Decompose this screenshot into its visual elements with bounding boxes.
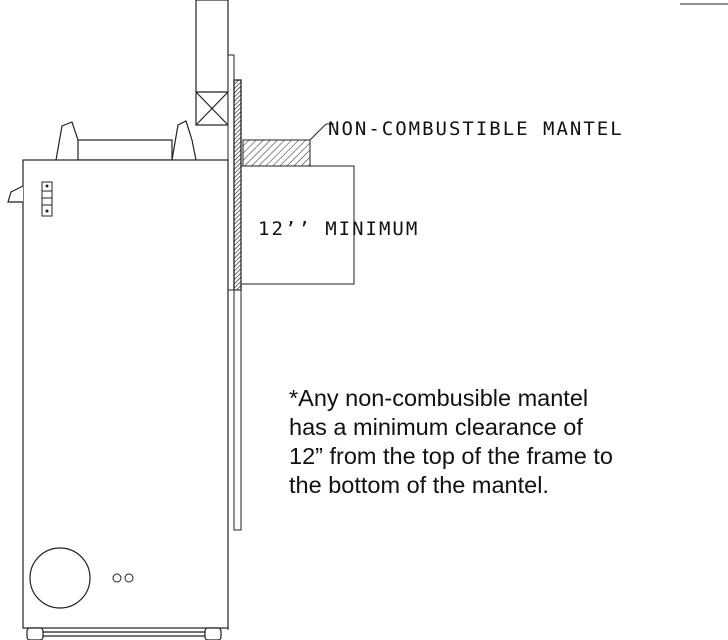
clearance-note: *Any non-combusible mantel has a minimum… bbox=[289, 384, 728, 500]
knob-right bbox=[124, 573, 134, 583]
top-handle-right bbox=[171, 120, 197, 161]
side-tab bbox=[7, 185, 24, 203]
mantel-block bbox=[242, 139, 311, 167]
knob-left bbox=[112, 573, 122, 583]
top-plate bbox=[77, 139, 173, 161]
control-panel-icon bbox=[41, 181, 53, 217]
mantel-leader-line bbox=[309, 123, 327, 141]
fan-circle-icon bbox=[29, 547, 91, 609]
top-handle-left bbox=[55, 121, 81, 161]
note-line-1: *Any non-combusible mantel bbox=[289, 385, 589, 411]
note-line-4: the bottom of the mantel. bbox=[289, 472, 549, 498]
foot-right bbox=[204, 627, 222, 640]
vent-pipe bbox=[195, 0, 229, 126]
clearance-box bbox=[240, 165, 355, 285]
front-frame-panel bbox=[233, 289, 242, 531]
foot-left bbox=[26, 627, 44, 640]
note-line-3: 12” from the top of the frame to bbox=[289, 443, 613, 469]
clearance-label: 12’’ MINIMUM bbox=[258, 218, 419, 240]
note-line-2: has a minimum clearance of bbox=[289, 414, 583, 440]
mantel-label: NON-COMBUSTIBLE MANTEL bbox=[328, 118, 624, 140]
